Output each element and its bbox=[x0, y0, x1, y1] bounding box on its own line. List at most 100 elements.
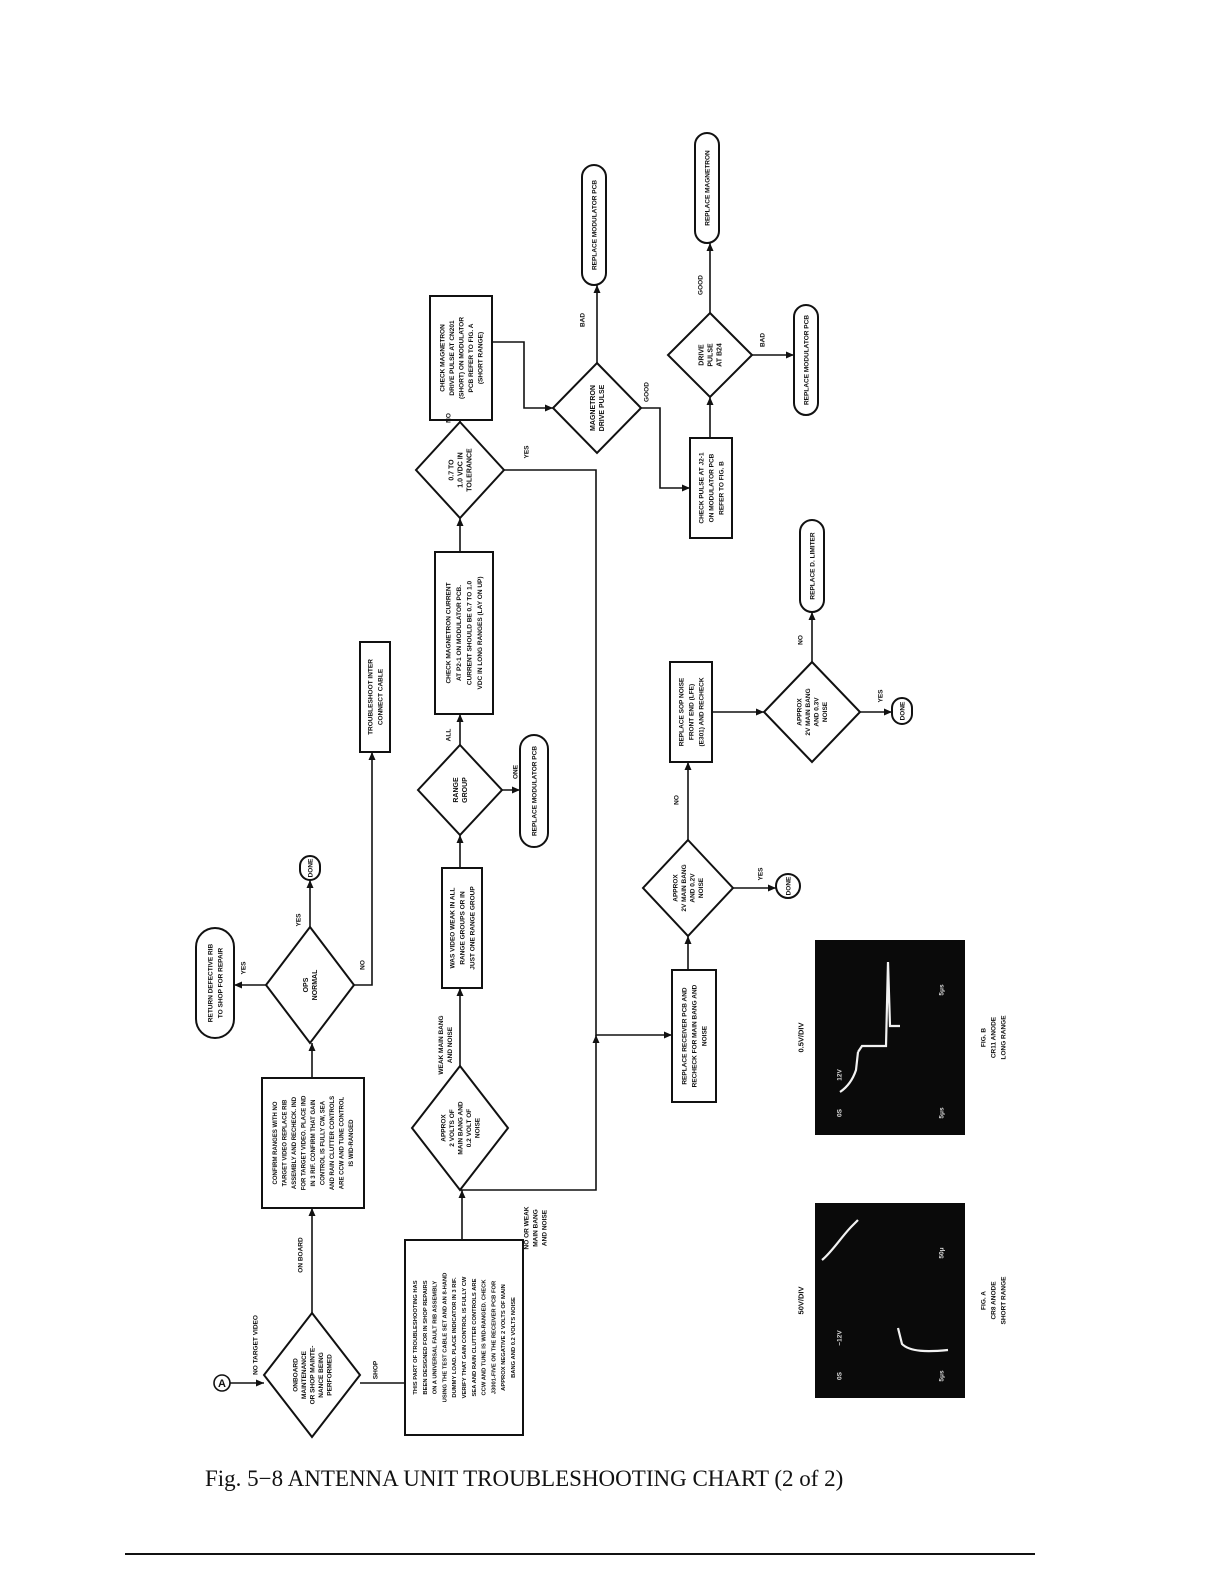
scope-mark-line: 12V bbox=[836, 1069, 843, 1081]
node-text-line: IN 3 RIF. CONFIRM THAT GAIN bbox=[311, 1100, 317, 1187]
node-t-done1: DONE bbox=[299, 855, 321, 881]
scope-mark: 0S bbox=[836, 1108, 843, 1117]
arrowhead bbox=[706, 243, 714, 251]
node-text-line: NOISE bbox=[822, 701, 829, 722]
scope-caption-line: FIG. B bbox=[980, 1028, 987, 1047]
edge-label-yes: YES bbox=[240, 961, 247, 975]
scope-caption-line: FIG. A bbox=[980, 1291, 987, 1310]
edge-label-yes-line: YES bbox=[757, 867, 764, 881]
edge-label-bad: BAD bbox=[579, 313, 586, 327]
bottom-rule bbox=[125, 1553, 1035, 1555]
scope-trace bbox=[821, 1219, 949, 1353]
scope-caption-line: SHORT RANGE bbox=[1000, 1276, 1007, 1325]
scope-mark: 0S bbox=[836, 1371, 843, 1380]
decision-diamond bbox=[666, 311, 754, 399]
node-text-line: AT P2-1 ON MODULATOR PCB. bbox=[456, 585, 463, 681]
arrowhead bbox=[545, 404, 553, 412]
arrowhead bbox=[664, 1031, 672, 1039]
node-text-line: SEA AND RAIN CLUTTER CONTROLS ARE bbox=[472, 1278, 478, 1396]
edge-label-yes: YES bbox=[757, 867, 764, 881]
arrowhead bbox=[786, 351, 794, 359]
edge-label-onboard-line: ON BOARD bbox=[297, 1237, 304, 1273]
node-text-line: TROUBLESHOOT INTER bbox=[367, 659, 374, 735]
scope-vdiv-line: 50V/DIV bbox=[797, 1287, 806, 1315]
edge-label-yes-line: YES bbox=[295, 913, 302, 927]
node-text-line: FOR TARGET VIDEO. PLACE IND bbox=[302, 1095, 308, 1190]
node-text-line: APPROX NEGATIVE 2 VOLTS OF MAIN bbox=[501, 1284, 507, 1391]
node-text-line: RANGE GROUPS OR IN bbox=[459, 891, 466, 965]
node-text-line: 2V MAIN BANG bbox=[805, 688, 812, 735]
node-text-line: DONE bbox=[899, 701, 906, 720]
edge-label-good-line: GOOD bbox=[643, 382, 650, 402]
node-text-line: (SHORT) ON MODULATOR bbox=[458, 317, 465, 399]
node-text-line: NOISE bbox=[701, 1025, 708, 1046]
terminal-pill bbox=[694, 132, 720, 244]
node-text-line: REPLACE SOP NOISE bbox=[678, 677, 685, 746]
start-label-line: NO TARGET VIDEO bbox=[252, 1315, 259, 1375]
node-text-line: PCB REFER TO FIG. A bbox=[468, 323, 475, 392]
node-text-line: REPLACE MODULATOR PCB bbox=[591, 180, 598, 270]
edge-label-yes: YES bbox=[295, 913, 302, 927]
connector-line bbox=[641, 407, 690, 489]
node-text-line: APPROX bbox=[797, 698, 804, 726]
decision-diamond bbox=[641, 838, 735, 938]
scope-vdiv: 0.5V/DIV bbox=[797, 1022, 806, 1052]
node-text: DONE bbox=[307, 858, 314, 877]
arrowhead bbox=[456, 518, 464, 526]
node-text-line: BEEN DESIGNED FOR IN SHOP REPAIRS bbox=[423, 1280, 429, 1394]
node-text-line: NOISE bbox=[698, 877, 705, 898]
arrowhead bbox=[308, 1043, 316, 1051]
node-text-line: AND 0.3V bbox=[814, 697, 821, 727]
scope-screen bbox=[815, 1203, 965, 1398]
node-text-line: PULSE bbox=[707, 343, 714, 367]
edge-label-bad-line: BAD bbox=[759, 333, 766, 347]
node-text-line: REPLACE D. LIMITER bbox=[809, 532, 816, 599]
node-text-line: 1.0 VDC IN bbox=[457, 452, 464, 487]
scope-mark-line: 5μs bbox=[938, 1107, 945, 1119]
edge-label-onboard: ON BOARD bbox=[297, 1237, 304, 1273]
node-text-line: RECHECK FOR MAIN BANG AND bbox=[691, 984, 698, 1087]
decision-diamond bbox=[410, 1064, 510, 1192]
decision-diamond bbox=[416, 743, 504, 837]
arrowhead bbox=[593, 285, 601, 293]
node-t-modpcb2: REPLACE MODULATOR PCB bbox=[581, 164, 607, 286]
node-text-line: NOISE bbox=[474, 1117, 481, 1138]
node-text-line: AND 0.2V bbox=[690, 873, 697, 903]
node-text-line: BANG AND 0.2 VOLTS NOISE bbox=[511, 1297, 517, 1378]
arrowhead bbox=[684, 762, 692, 770]
edge-label-no-line: NO bbox=[359, 960, 366, 970]
edge-label-bad: BAD bbox=[759, 333, 766, 347]
node-text-line: RANGE bbox=[453, 777, 460, 803]
node-text-line: WAS VIDEO WEAK IN ALL bbox=[449, 887, 456, 968]
process-box bbox=[261, 1077, 365, 1209]
scope-mark: 5μs bbox=[938, 1370, 945, 1382]
edge-label-good: GOOD bbox=[697, 275, 704, 295]
connector-a-label: A bbox=[218, 1378, 226, 1390]
process-box bbox=[669, 661, 713, 763]
terminal-pill bbox=[793, 304, 819, 416]
node-t-modpcb1: REPLACE MODULATOR PCB bbox=[519, 734, 549, 848]
node-text-line: CONTROL IS FULLY CW, SEA bbox=[321, 1100, 327, 1185]
figure-caption: Fig. 5−8 ANTENNA UNIT TROUBLESHOOTING CH… bbox=[205, 1466, 844, 1491]
arrowhead bbox=[512, 786, 520, 794]
connector-line bbox=[492, 341, 553, 409]
node-text: REPLACE MODULATOR PCB bbox=[531, 746, 538, 836]
node-text: REPLACE MODULATOR PCB bbox=[803, 315, 810, 405]
edge-label-good: GOOD bbox=[643, 382, 650, 402]
node-text-line: 2V MAIN BANG bbox=[681, 864, 688, 911]
edge-label-no-line: NO bbox=[797, 635, 804, 645]
edge-label-all-line: ALL bbox=[445, 729, 452, 742]
